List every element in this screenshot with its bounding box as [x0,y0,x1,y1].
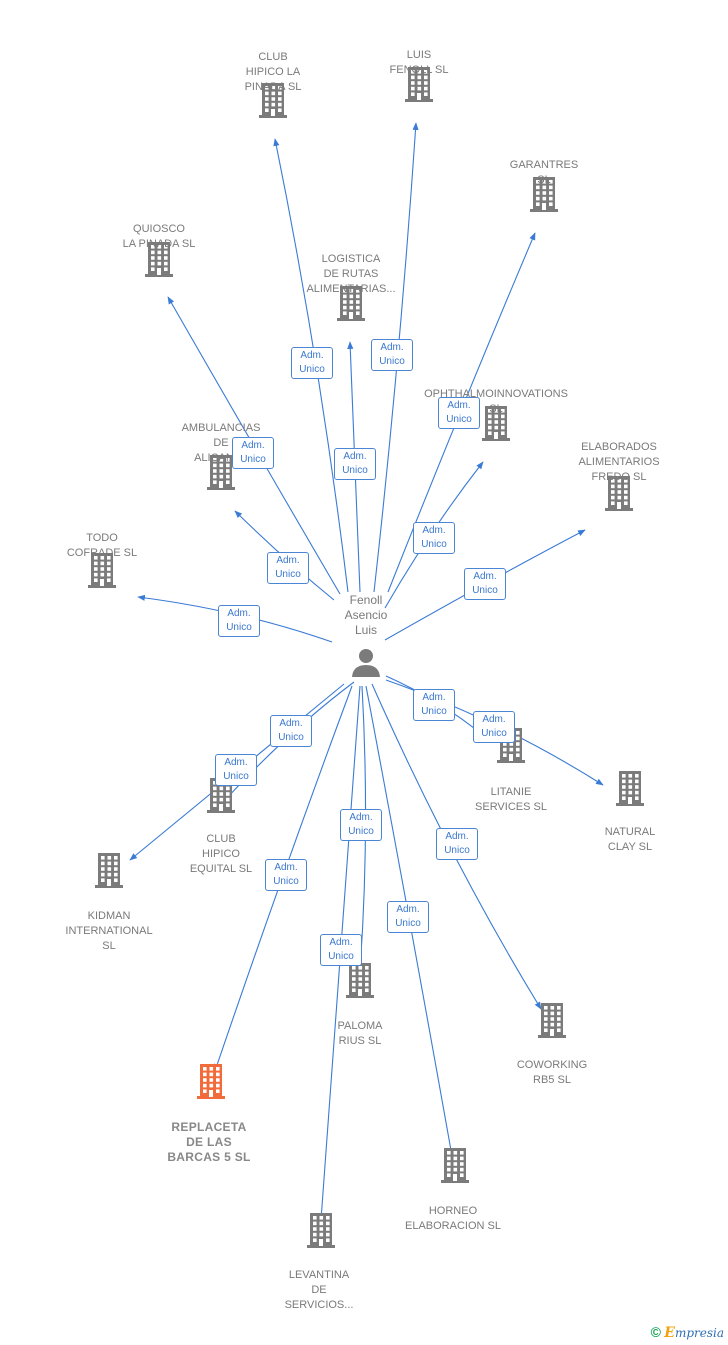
company-name[interactable]: QUIOSCO LA PINADA SL [122,223,196,250]
building-icon[interactable] [258,82,288,118]
building-icon[interactable] [87,552,117,588]
building-icon[interactable] [206,777,236,813]
role-badge[interactable]: Adm. Unico [270,715,312,747]
person-name: Fenoll Asencio Luis [344,593,388,637]
company-name[interactable]: TODO COFRADE SL [66,532,138,559]
role-badge[interactable]: Adm. Unico [320,934,362,966]
company-name[interactable]: CLUB HIPICO EQUITAL SL [189,833,253,875]
role-badge[interactable]: Adm. Unico [232,437,274,469]
copyright-icon: © [650,1324,661,1340]
building-icon[interactable] [440,1147,470,1183]
building-icon[interactable] [345,962,375,998]
company-name[interactable]: LOGISTICA DE RUTAS ALIMENTARIAS... [306,253,396,295]
role-badge[interactable]: Adm. Unico [413,689,455,721]
building-icon[interactable] [404,66,434,102]
company-name[interactable]: PALOMA RIUS SL [337,1020,383,1047]
building-icon[interactable] [336,285,366,321]
building-icon[interactable] [481,405,511,441]
building-icon[interactable] [306,1212,336,1248]
company-name[interactable]: LUIS FENOLL SL [389,49,449,76]
role-badge[interactable]: Adm. Unico [371,339,413,371]
building-icon[interactable] [529,176,559,212]
person-icon [352,649,380,677]
role-badge[interactable]: Adm. Unico [291,347,333,379]
footer-brand: © Empresia [651,1324,724,1341]
company-name[interactable]: CLUB HIPICO LA PINADA SL [244,51,302,93]
building-icon[interactable] [94,852,124,888]
company-name[interactable]: HORNEO ELABORACION SL [405,1205,501,1232]
company-name[interactable]: NATURAL CLAY SL [604,826,656,853]
role-badge[interactable]: Adm. Unico [340,809,382,841]
building-icon[interactable] [144,241,174,277]
role-badge[interactable]: Adm. Unico [436,828,478,860]
company-name[interactable]: REPLACETA DE LAS BARCAS 5 SL [167,1120,251,1164]
role-badge[interactable]: Adm. Unico [267,552,309,584]
role-badge[interactable]: Adm. Unico [473,711,515,743]
role-badge[interactable]: Adm. Unico [387,901,429,933]
brand-name: mpresia [674,1326,724,1340]
company-name[interactable]: LEVANTINA DE SERVICIOS... [284,1269,354,1311]
role-badge[interactable]: Adm. Unico [265,859,307,891]
role-badge[interactable]: Adm. Unico [438,397,480,429]
role-badge[interactable]: Adm. Unico [413,522,455,554]
building-icon[interactable] [604,475,634,511]
company-name[interactable]: KIDMAN INTERNATIONAL SL [65,910,153,952]
role-badge[interactable]: Adm. Unico [215,754,257,786]
role-badge[interactable]: Adm. Unico [464,568,506,600]
company-name[interactable]: COWORKING RB5 SL [516,1059,588,1086]
building-icon[interactable] [196,1063,226,1099]
company-name[interactable]: ELABORADOS ALIMENTARIOS FREDO SL [578,441,660,483]
role-badge[interactable]: Adm. Unico [218,605,260,637]
company-name[interactable]: LITANIE SERVICES SL [475,786,547,813]
building-icon[interactable] [615,770,645,806]
building-icon[interactable] [206,454,236,490]
company-name[interactable]: GARANTRES SL [509,159,579,186]
brand-mark: E [664,1325,675,1341]
building-icon[interactable] [537,1002,567,1038]
role-badge[interactable]: Adm. Unico [334,448,376,480]
